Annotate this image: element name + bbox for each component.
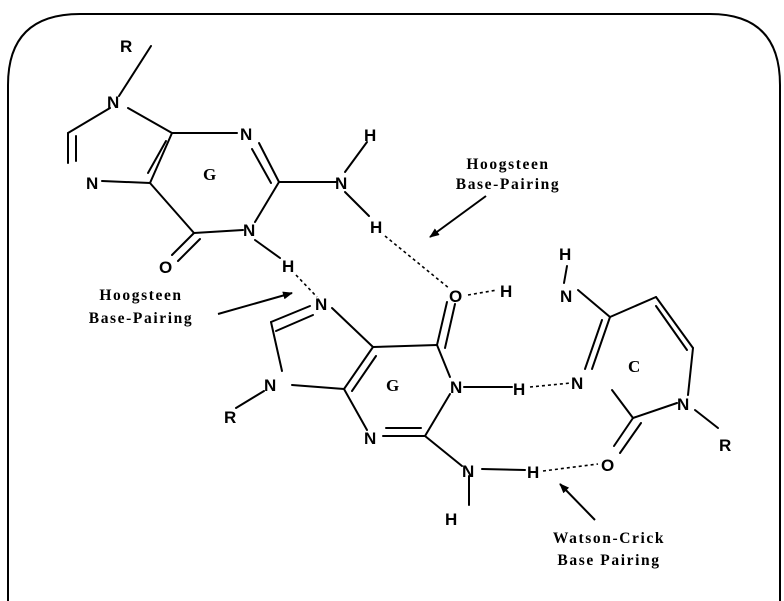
atom-n: N <box>107 93 119 112</box>
atom-o: O <box>159 258 172 277</box>
hydrogen-bonds <box>295 235 599 472</box>
atom-r: R <box>719 436 731 455</box>
svg-text:Base Pairing: Base Pairing <box>557 552 660 569</box>
atom-o: O <box>601 456 614 475</box>
atom-r: R <box>120 37 132 56</box>
atom-h: H <box>513 380 525 399</box>
hbond-o-nh <box>467 289 498 296</box>
atom-o: O <box>449 287 462 306</box>
annotation-hoogsteen-top: Hoogsteen Base-Pairing <box>456 156 560 193</box>
hbond-nh-n <box>529 382 572 388</box>
hbond-top-o <box>384 235 451 290</box>
guanine-bottom <box>235 301 526 506</box>
arrow-watson-crick <box>559 483 596 521</box>
atom-h: H <box>500 282 512 301</box>
ring-label-guanine-top: G <box>203 165 216 184</box>
atom-n: N <box>86 174 98 193</box>
atom-n: N <box>677 395 689 414</box>
atom-h: H <box>370 218 382 237</box>
svg-text:Hoogsteen: Hoogsteen <box>99 287 182 304</box>
atom-n: N <box>560 287 572 306</box>
cytosine <box>563 265 719 454</box>
atom-n: N <box>243 221 255 240</box>
annotation-watson-crick: Watson-Crick Base Pairing <box>553 530 665 569</box>
arrow-hoogsteen-left <box>217 291 293 315</box>
atom-h: H <box>559 245 571 264</box>
svg-text:Hoogsteen: Hoogsteen <box>466 156 549 173</box>
atom-n: N <box>240 125 252 144</box>
ring-label-guanine-bottom: G <box>386 376 399 395</box>
diagram-frame <box>7 13 781 601</box>
hbond-n7 <box>295 274 318 298</box>
atom-n: N <box>450 378 462 397</box>
svg-text:Watson-Crick: Watson-Crick <box>553 530 665 547</box>
svg-text:Base-Pairing: Base-Pairing <box>456 176 560 193</box>
atom-h: H <box>445 510 457 529</box>
atom-n: N <box>364 429 376 448</box>
atom-n: N <box>335 174 347 193</box>
atom-n: N <box>462 462 474 481</box>
atom-h: H <box>282 257 294 276</box>
annotation-hoogsteen-left: Hoogsteen Base-Pairing <box>89 287 193 327</box>
atom-h: H <box>364 126 376 145</box>
arrow-hoogsteen-top <box>429 195 487 238</box>
atom-n: N <box>315 295 327 314</box>
guanine-top <box>67 45 370 262</box>
svg-text:Base-Pairing: Base-Pairing <box>89 310 193 327</box>
ring-label-cytosine: C <box>628 357 640 376</box>
hbond-nh-o <box>542 463 599 472</box>
atom-n: N <box>264 376 276 395</box>
atom-n: N <box>571 374 583 393</box>
atom-h: H <box>527 463 539 482</box>
atom-labels: R N N N H N H N O H N O H H N N N H N N … <box>86 37 731 529</box>
atom-r: R <box>224 408 236 427</box>
